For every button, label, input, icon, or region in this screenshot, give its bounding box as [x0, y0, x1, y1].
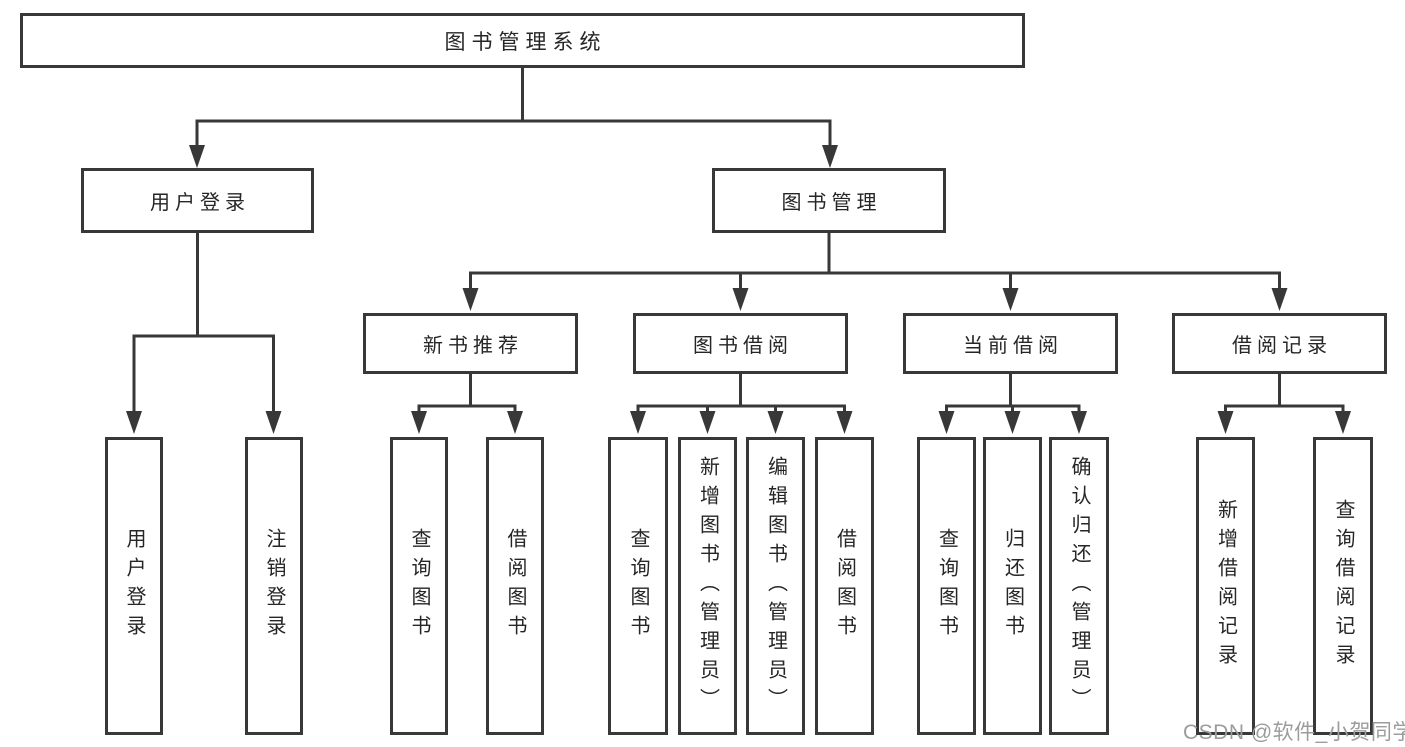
node-leaf-add-borrow-record: 新增借阅记录 — [1196, 437, 1255, 735]
node-leaf-query-books-current: 查询图书 — [917, 437, 976, 735]
arrowhead — [1217, 411, 1234, 434]
arrowhead — [938, 411, 955, 434]
arrowhead — [699, 411, 716, 434]
edge-records-bar — [1224, 404, 1345, 418]
arrowhead — [1271, 288, 1288, 311]
node-library-management-system: 图书管理系统 — [20, 13, 1025, 68]
node-leaf-query-books-borrow: 查询图书 — [608, 437, 668, 735]
arrowhead — [462, 288, 479, 311]
edge-newbook-bar — [417, 404, 517, 418]
node-leaf-borrow-books-newrec: 借阅图书 — [486, 437, 544, 735]
node-leaf-confirm-return-admin: 确认归还（管理员） — [1049, 437, 1109, 735]
arrowhead — [507, 411, 523, 434]
node-leaf-query-books-newrec: 查询图书 — [390, 437, 448, 735]
arrowhead — [1002, 288, 1019, 311]
node-leaf-add-books-admin: 新增图书（管理员） — [678, 437, 737, 735]
arrowhead — [265, 411, 282, 434]
node-leaf-borrow-books-borrow: 借阅图书 — [815, 437, 874, 735]
node-leaf-edit-books-admin: 编辑图书（管理员） — [746, 437, 805, 735]
node-user-login: 用户登录 — [81, 168, 314, 233]
arrowhead — [836, 411, 853, 434]
arrowhead — [411, 411, 427, 434]
edge-root-bar — [195, 119, 832, 152]
arrowhead — [822, 145, 838, 168]
node-current-borrowing: 当前借阅 — [903, 313, 1118, 374]
edge-userlogin-bar — [132, 334, 275, 418]
edge-borrow-bar — [636, 404, 846, 418]
arrowhead — [126, 411, 142, 434]
node-leaf-user-login: 用户登录 — [105, 437, 163, 735]
node-borrowing-records: 借阅记录 — [1172, 313, 1387, 374]
node-book-management: 图书管理 — [712, 168, 946, 233]
node-leaf-logout: 注销登录 — [245, 437, 303, 735]
node-leaf-query-borrow-record: 查询借阅记录 — [1313, 437, 1373, 735]
arrowhead — [630, 411, 646, 434]
arrowhead — [767, 411, 784, 434]
node-leaf-return-books: 归还图书 — [983, 437, 1042, 735]
arrowhead — [1335, 411, 1351, 434]
arrowhead — [1071, 411, 1087, 434]
edge-bookmgmt-bar — [469, 271, 1281, 293]
arrowhead — [732, 288, 749, 311]
node-new-book-recommendation: 新书推荐 — [363, 313, 578, 374]
arrowhead — [189, 145, 205, 168]
arrowhead — [1004, 411, 1021, 434]
watermark: CSDN @软件_小贺同学 — [1183, 721, 1405, 744]
arrowheads — [126, 145, 1351, 434]
node-book-borrowing: 图书借阅 — [633, 313, 848, 374]
